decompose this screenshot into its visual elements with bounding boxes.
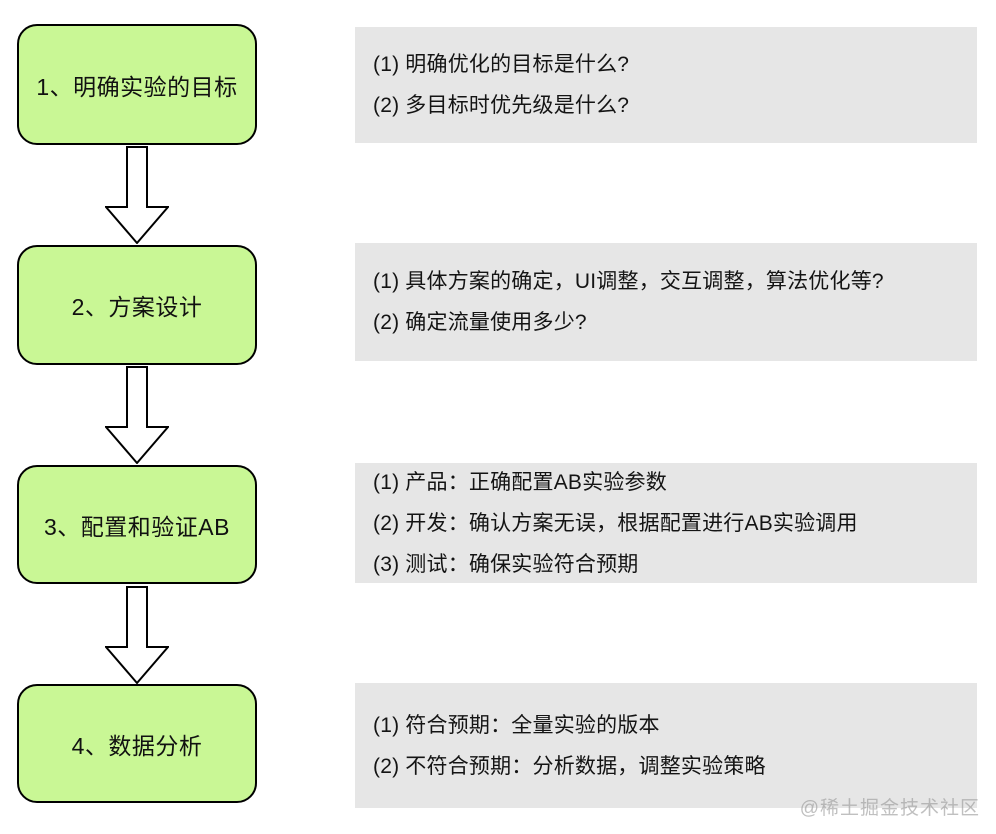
- down-arrow-3: [105, 586, 169, 684]
- flow-step-1-label: 1、明确实验的目标: [36, 73, 238, 100]
- flow-step-3-label: 3、配置和验证AB: [44, 513, 230, 540]
- down-arrow-1: [105, 146, 169, 244]
- note-line: (2) 开发：确认方案无误，根据配置进行AB实验调用: [373, 511, 858, 535]
- note-line: (1) 具体方案的确定，UI调整，交互调整，算法优化等?: [373, 270, 884, 293]
- note-line: (1) 产品：正确配置AB实验参数: [373, 470, 667, 494]
- flow-step-2-label: 2、方案设计: [71, 294, 203, 320]
- note-line: (1) 明确优化的目标是什么?: [373, 53, 630, 76]
- note-line: (2) 不符合预期：分析数据，调整实验策略: [373, 754, 766, 778]
- note-line: (2) 确定流量使用多少?: [373, 311, 587, 334]
- flow-step-2-box: 2、方案设计: [17, 245, 257, 365]
- flow-step-3-box: 3、配置和验证AB: [17, 465, 257, 584]
- flow-step-1-box: 1、明确实验的目标: [17, 24, 257, 145]
- down-arrow-icon: [105, 586, 169, 684]
- flow-step-4-box: 4、数据分析: [17, 684, 257, 803]
- watermark: @稀土掘金技术社区: [799, 798, 980, 819]
- notes-panel-1: (1) 明确优化的目标是什么? (2) 多目标时优先级是什么?: [355, 27, 977, 143]
- notes-panel-4: (1) 符合预期：全量实验的版本 (2) 不符合预期：分析数据，调整实验策略: [355, 683, 977, 808]
- note-line: (2) 多目标时优先级是什么?: [373, 94, 630, 117]
- note-line: (1) 符合预期：全量实验的版本: [373, 713, 660, 737]
- down-arrow-icon: [105, 366, 169, 464]
- notes-panel-3: (1) 产品：正确配置AB实验参数 (2) 开发：确认方案无误，根据配置进行AB…: [355, 463, 977, 583]
- notes-panel-2: (1) 具体方案的确定，UI调整，交互调整，算法优化等? (2) 确定流量使用多…: [355, 243, 977, 361]
- flow-step-4-label: 4、数据分析: [71, 732, 203, 759]
- down-arrow-icon: [105, 146, 169, 244]
- down-arrow-2: [105, 366, 169, 464]
- note-line: (3) 测试：确保实验符合预期: [373, 552, 639, 576]
